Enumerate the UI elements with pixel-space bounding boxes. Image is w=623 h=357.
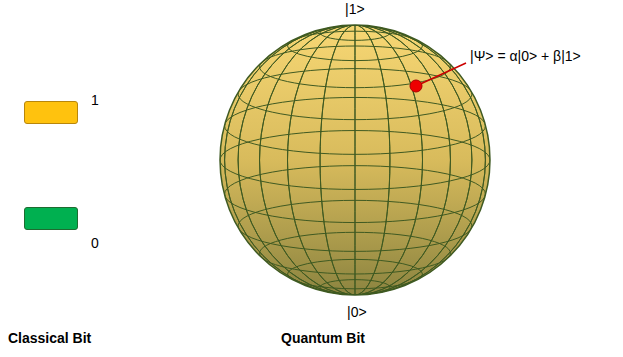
sphere-grid (220, 25, 490, 295)
meridian-line (355, 25, 356, 295)
meridian-line (288, 25, 423, 295)
bit-state: 1 (24, 101, 114, 151)
state-equation: |Ψ> = α|0> + β|1> (470, 48, 581, 65)
bit-value: 1 (91, 92, 99, 109)
sphere-outline (220, 25, 490, 295)
state-dot (410, 80, 422, 92)
meridian-line (238, 25, 472, 295)
meridian-line (320, 25, 390, 295)
meridian-line (260, 25, 451, 295)
pole-label: |1> (345, 1, 365, 18)
bit-rect (24, 101, 78, 124)
bit-rect (24, 207, 78, 230)
sphere-body (220, 25, 490, 295)
caption-label: Classical Bit (8, 330, 91, 347)
pole-label: |0> (347, 304, 367, 321)
bit-value: 0 (91, 235, 99, 252)
meridian-line (225, 25, 486, 295)
meridian-line (288, 25, 423, 295)
meridian-line (260, 25, 451, 295)
leader-line (416, 63, 466, 86)
caption-label: Quantum Bit (281, 330, 365, 347)
bit-state: 0 (24, 207, 114, 257)
meridian-line (320, 25, 390, 295)
meridian-line (225, 25, 486, 295)
meridian-line (238, 25, 472, 295)
